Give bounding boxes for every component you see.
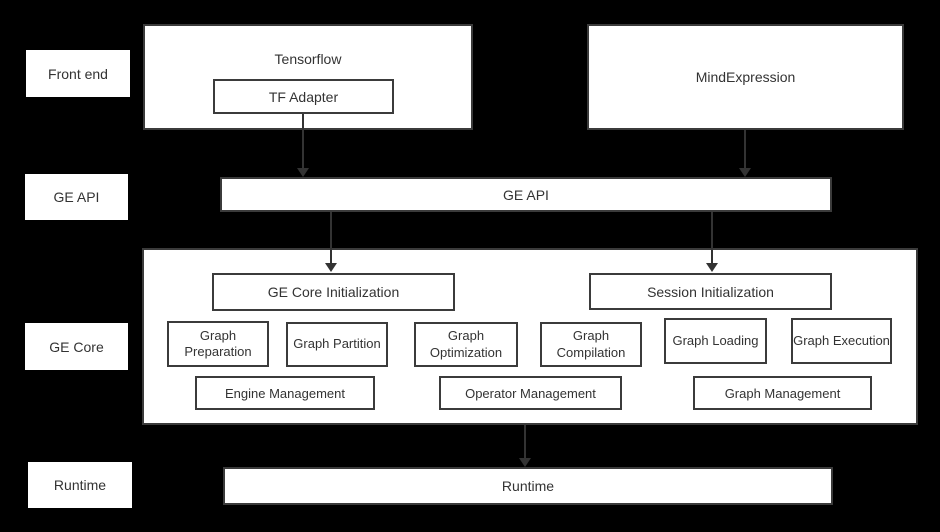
ge-core-initialization-box: GE Core Initialization xyxy=(212,273,455,311)
graph-optimization-box: Graph Optimization xyxy=(414,322,518,367)
operator-management-box: Operator Management xyxy=(439,376,622,410)
graph-partition-box: Graph Partition xyxy=(286,322,388,367)
arrow-ge-api-to-session-initialization xyxy=(706,212,718,272)
arrow-ge-api-to-ge-core-initialization xyxy=(325,212,337,272)
arrow-mindexpression-to-ge-api xyxy=(739,130,751,177)
tf-adapter-box: TF Adapter xyxy=(213,79,394,114)
row-label-runtime: Runtime xyxy=(28,462,132,508)
runtime-box: Runtime xyxy=(223,467,833,505)
graph-execution-box: Graph Execution xyxy=(791,318,892,364)
ge-core-box: GE Core Initialization Session Initializ… xyxy=(142,248,918,425)
row-label-ge-core: GE Core xyxy=(25,323,128,370)
graph-preparation-box: Graph Preparation xyxy=(167,321,269,367)
graph-compilation-box: Graph Compilation xyxy=(540,322,642,367)
ge-api-box: GE API xyxy=(220,177,832,212)
graph-management-box: Graph Management xyxy=(693,376,872,410)
tensorflow-label: Tensorflow xyxy=(274,51,342,67)
arrow-tf-adapter-to-ge-api xyxy=(297,114,309,177)
tensorflow-box: Tensorflow TF Adapter xyxy=(143,24,473,130)
session-initialization-box: Session Initialization xyxy=(589,273,832,310)
row-label-ge-api: GE API xyxy=(25,174,128,220)
graph-loading-box: Graph Loading xyxy=(664,318,767,364)
row-label-front-end: Front end xyxy=(26,50,130,97)
mindexpression-box: MindExpression xyxy=(587,24,904,130)
engine-management-box: Engine Management xyxy=(195,376,375,410)
arrow-ge-core-to-runtime xyxy=(519,425,531,467)
